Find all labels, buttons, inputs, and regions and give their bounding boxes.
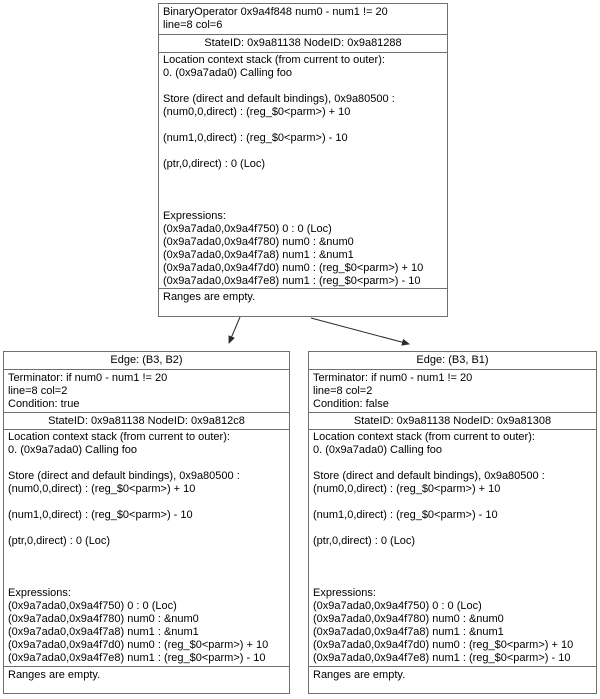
edge-arrow-right (310, 317, 410, 346)
state-id-row: StateID: 0x9a81138 NodeID: 0x9a812c8 (4, 412, 289, 429)
node-title: BinaryOperator 0x9a4f848 num0 - num1 != … (163, 6, 388, 31)
edge-node-b3-b1: Edge: (B3, B1) Terminator: if num0 - num… (308, 351, 597, 694)
ranges-row: Ranges are empty. (4, 666, 289, 693)
ranges-row: Ranges are empty. (159, 288, 447, 316)
edge-header: Edge: (B3, B2) (110, 354, 183, 366)
ranges-row: Ranges are empty. (309, 666, 596, 693)
program-state-row: Location context stack (from current to … (4, 429, 289, 666)
program-state-row: Location context stack (from current to … (159, 52, 447, 288)
edge-node-b3-b2: Edge: (B3, B2) Terminator: if num0 - num… (3, 351, 290, 694)
terminator-row: Terminator: if num0 - num1 != 20 line=8 … (4, 369, 289, 412)
edge-header: Edge: (B3, B1) (416, 354, 489, 366)
state-id-row: StateID: 0x9a81138 NodeID: 0x9a81288 (159, 34, 447, 52)
terminator-row: Terminator: if num0 - num1 != 20 line=8 … (309, 369, 596, 412)
edge-arrow-left (228, 316, 241, 344)
node-binary-operator: BinaryOperator 0x9a4f848 num0 - num1 != … (158, 3, 448, 317)
program-state-row: Location context stack (from current to … (309, 429, 596, 666)
state-id-row: StateID: 0x9a81138 NodeID: 0x9a81308 (309, 412, 596, 429)
